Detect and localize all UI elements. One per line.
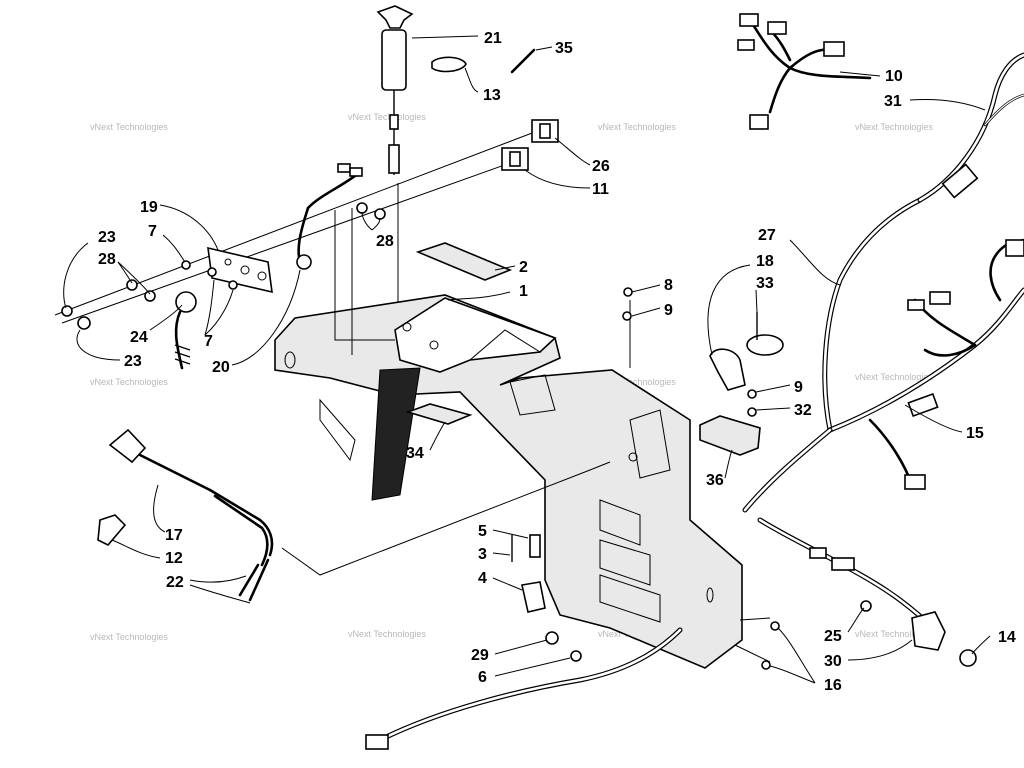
callout-9: 9 bbox=[794, 379, 803, 396]
callout-28: 28 bbox=[376, 233, 394, 250]
watermark: vNext Technologies bbox=[348, 112, 426, 122]
main-wiring-harness bbox=[742, 52, 1024, 651]
callout-4: 4 bbox=[478, 570, 487, 587]
callout-28: 28 bbox=[98, 251, 116, 268]
callout-22: 22 bbox=[166, 574, 184, 591]
hose-35 bbox=[510, 48, 536, 74]
connector bbox=[904, 474, 926, 490]
watermark: vNext Technologies bbox=[598, 122, 676, 132]
callout-5: 5 bbox=[478, 523, 487, 540]
callout-26: 26 bbox=[592, 158, 610, 175]
callout-17: 17 bbox=[165, 527, 183, 544]
connector bbox=[767, 21, 787, 35]
callout-14: 14 bbox=[998, 629, 1016, 646]
callout-27: 27 bbox=[758, 227, 776, 244]
callout-labels: 21 35 13 10 31 26 11 19 7 23 28 28 27 18… bbox=[98, 30, 1016, 694]
connector bbox=[809, 547, 827, 559]
connector bbox=[365, 734, 389, 750]
clamp-13 bbox=[431, 56, 467, 73]
primer-assembly bbox=[376, 5, 414, 175]
connector bbox=[831, 557, 855, 571]
watermark: vNext Technologies bbox=[90, 377, 168, 387]
callout-13: 13 bbox=[483, 87, 501, 104]
lower-cable bbox=[377, 627, 683, 743]
switch-wire-20 bbox=[297, 206, 310, 264]
callout-24: 24 bbox=[130, 329, 148, 346]
harness-clip bbox=[511, 534, 546, 613]
connector bbox=[337, 163, 351, 173]
connector bbox=[749, 114, 769, 130]
clamp-15 bbox=[907, 392, 939, 418]
callout-25: 25 bbox=[824, 628, 842, 645]
watermark: vNext Technologies bbox=[855, 372, 933, 382]
callout-23: 23 bbox=[124, 353, 142, 370]
bracket-18 bbox=[709, 348, 746, 391]
callout-36: 36 bbox=[706, 472, 724, 489]
watermark: vNext Technologies bbox=[855, 122, 933, 132]
switch-wire-top bbox=[306, 170, 362, 210]
harness-10 bbox=[737, 13, 872, 130]
switch-20 bbox=[296, 254, 312, 270]
bracket-19 bbox=[207, 246, 273, 294]
callout-6: 6 bbox=[478, 669, 487, 686]
callout-9: 9 bbox=[664, 302, 673, 319]
console-panel bbox=[274, 294, 743, 669]
connector bbox=[349, 167, 363, 177]
callout-8: 8 bbox=[664, 277, 673, 294]
watermark: vNext Technologies bbox=[598, 377, 676, 387]
pad-2 bbox=[415, 242, 513, 281]
callout-18: 18 bbox=[756, 253, 774, 270]
connector bbox=[739, 13, 759, 27]
key-switch-24 bbox=[174, 291, 197, 370]
watermark: vNext Technologies bbox=[348, 629, 426, 639]
callout-19: 19 bbox=[140, 199, 158, 216]
connector bbox=[1005, 239, 1024, 257]
connector bbox=[737, 39, 755, 51]
callout-7: 7 bbox=[204, 333, 213, 350]
callout-30: 30 bbox=[824, 653, 842, 670]
leader-lines bbox=[63, 35, 991, 684]
callout-11: 11 bbox=[592, 181, 609, 198]
watermark: vNext Technologies bbox=[855, 629, 933, 639]
watermark: vNext Technologies bbox=[90, 632, 168, 642]
throttle-cable-assembly bbox=[97, 428, 274, 602]
connector bbox=[941, 163, 979, 199]
callout-7: 7 bbox=[148, 223, 157, 240]
callout-23: 23 bbox=[98, 229, 116, 246]
foam-block-36 bbox=[699, 415, 761, 456]
assembly-lines bbox=[54, 129, 771, 663]
callout-21: 21 bbox=[484, 30, 502, 47]
callout-3: 3 bbox=[478, 546, 487, 563]
callout-12: 12 bbox=[165, 550, 183, 567]
callout-35: 35 bbox=[555, 40, 573, 57]
callout-2: 2 bbox=[519, 259, 528, 276]
callout-15: 15 bbox=[966, 425, 984, 442]
switch-11 bbox=[501, 147, 529, 171]
callout-34: 34 bbox=[406, 445, 424, 462]
watermark: vNext Technologies bbox=[90, 122, 168, 132]
callout-31: 31 bbox=[884, 93, 902, 110]
callout-20: 20 bbox=[212, 359, 230, 376]
connector bbox=[823, 41, 845, 57]
switch-26 bbox=[531, 119, 559, 143]
pad-34 bbox=[405, 403, 473, 425]
connector bbox=[929, 291, 951, 305]
callout-29: 29 bbox=[471, 647, 489, 664]
part-33 bbox=[746, 334, 784, 356]
callout-16: 16 bbox=[824, 677, 842, 694]
connector bbox=[907, 299, 925, 311]
callout-33: 33 bbox=[756, 275, 774, 292]
regulator-30 bbox=[911, 611, 946, 651]
callout-32: 32 bbox=[794, 402, 812, 419]
callout-1: 1 bbox=[519, 283, 528, 300]
hardware bbox=[61, 202, 977, 670]
callout-10: 10 bbox=[885, 68, 903, 85]
